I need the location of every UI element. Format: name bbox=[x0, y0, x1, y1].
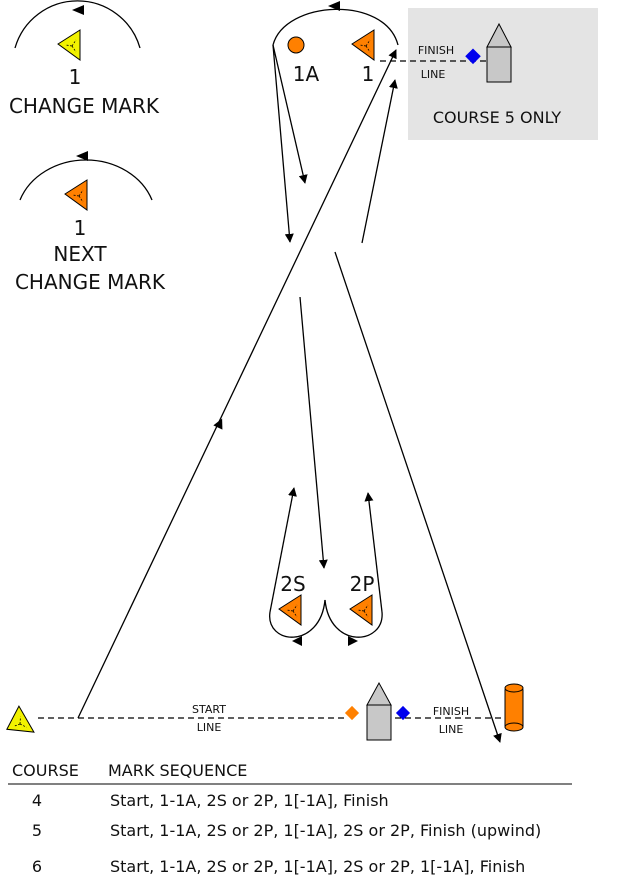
top-rounding-arc bbox=[272, 8, 399, 46]
course-5-only-box: FINISH LINE COURSE 5 ONLY bbox=[380, 8, 598, 140]
mark-1a-label: 1A bbox=[293, 62, 320, 86]
start-label: START bbox=[192, 703, 226, 716]
mark-1a-buoy-icon bbox=[287, 36, 305, 54]
course-number: 5 bbox=[32, 821, 42, 840]
start-pin-mark-icon bbox=[0, 705, 35, 744]
mark-2p-icon bbox=[349, 594, 373, 626]
next-change-mark-label: CHANGE MARK bbox=[15, 270, 166, 294]
orange-mark-icon bbox=[64, 179, 88, 211]
next-label: NEXT bbox=[53, 242, 107, 266]
mark-2p-label: 2P bbox=[350, 572, 375, 596]
orange-flag-icon bbox=[344, 705, 360, 721]
course-number: 6 bbox=[32, 857, 42, 876]
legend-next-change-mark: 1 NEXT CHANGE MARK bbox=[15, 151, 166, 294]
next-change-mark-number: 1 bbox=[74, 216, 87, 240]
header-mark-sequence: MARK SEQUENCE bbox=[108, 761, 247, 780]
yellow-mark-icon bbox=[57, 29, 81, 61]
header-course: COURSE bbox=[12, 761, 79, 780]
finish-label: FINISH bbox=[433, 705, 469, 718]
course5-finish-label: FINISH bbox=[418, 44, 454, 57]
mark-sequence: Start, 1-1A, 2S or 2P, 1[-1A], 2S or 2P,… bbox=[110, 821, 541, 840]
mark-2s-icon bbox=[278, 594, 302, 626]
mark-1-label: 1 bbox=[362, 62, 375, 86]
change-mark-number: 1 bbox=[69, 65, 82, 89]
start-finish-area: START LINE FINISH LINE bbox=[0, 681, 524, 744]
mark-2s-label: 2S bbox=[280, 572, 305, 596]
table-row: 4 Start, 1-1A, 2S or 2P, 1[-1A], Finish bbox=[32, 791, 389, 810]
signal-boat-icon bbox=[366, 681, 392, 741]
course-number: 4 bbox=[32, 791, 42, 810]
start-line-label: LINE bbox=[197, 721, 222, 734]
finish-line-label: LINE bbox=[439, 723, 464, 736]
mark-sequence: Start, 1-1A, 2S or 2P, 1[-1A], Finish bbox=[110, 791, 389, 810]
committee-boat-icon bbox=[486, 22, 512, 83]
course5-only-label: COURSE 5 ONLY bbox=[433, 108, 562, 127]
course5-line-label: LINE bbox=[421, 68, 446, 81]
finish-pin-buoy-icon bbox=[504, 683, 524, 732]
change-mark-label: CHANGE MARK bbox=[9, 94, 160, 118]
blue-flag-icon bbox=[395, 705, 411, 721]
table-row: 6 Start, 1-1A, 2S or 2P, 1[-1A], 2S or 2… bbox=[32, 857, 525, 876]
mark-1-icon bbox=[351, 29, 375, 61]
course-table: COURSE MARK SEQUENCE 4 Start, 1-1A, 2S o… bbox=[8, 761, 572, 876]
table-row: 5 Start, 1-1A, 2S or 2P, 1[-1A], 2S or 2… bbox=[32, 821, 541, 840]
mark-sequence: Start, 1-1A, 2S or 2P, 1[-1A], 2S or 2P,… bbox=[110, 857, 525, 876]
legend-change-mark: 1 CHANGE MARK bbox=[9, 0, 160, 118]
